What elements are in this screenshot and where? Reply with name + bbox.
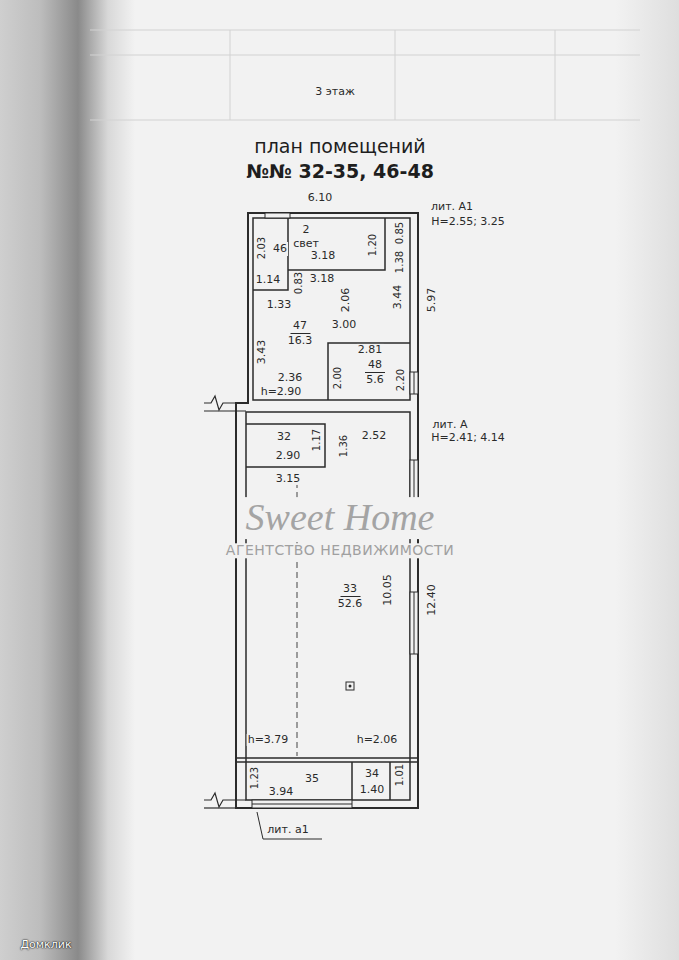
- watermark: АГЕНТСТВО НЕДВИЖИМОСТИ: [225, 543, 455, 558]
- room-number: 33: [340, 582, 360, 596]
- dimension: 2.06: [340, 287, 352, 314]
- height-note: H=2.55; 3.25: [430, 216, 506, 228]
- room: 3352.6: [336, 581, 365, 611]
- building-letter: лит. а1: [266, 824, 309, 836]
- dimension: 1.20: [367, 233, 378, 257]
- dimension: 2.52: [361, 430, 388, 442]
- height-note: h=3.79: [247, 734, 290, 746]
- dimension: 1.33: [266, 299, 293, 311]
- dimension: 1.17: [311, 428, 322, 452]
- height-note: h=2.90: [260, 386, 303, 398]
- dimension: 3.18: [310, 250, 337, 262]
- building-letter: лит. А: [431, 419, 468, 431]
- room-note: 2 свет: [290, 223, 322, 249]
- room: 2 свет: [289, 222, 323, 251]
- ceiling-lamp: [346, 682, 354, 690]
- building-letter: лит. А1: [430, 201, 474, 213]
- dimension: 3.94: [268, 786, 295, 798]
- room: 35: [303, 771, 321, 787]
- dimension: 0.85: [394, 221, 405, 245]
- room: 4716.3: [286, 318, 315, 348]
- room-number: 47: [290, 319, 310, 333]
- height-note: H=2.41; 4.14: [430, 432, 506, 444]
- dimension: 0.83: [293, 271, 304, 295]
- dimension: 12.40: [426, 583, 438, 617]
- dimension: 3.18: [309, 273, 336, 285]
- room-number: 46: [272, 242, 288, 255]
- dimension: 2.90: [275, 450, 302, 462]
- room-number: 32: [276, 430, 292, 443]
- dimension: 3.00: [331, 319, 358, 331]
- dimension: 2.03: [256, 236, 267, 260]
- dimension: 10.05: [382, 573, 394, 607]
- room: 46: [271, 241, 289, 257]
- dimension: 1.38: [394, 250, 405, 274]
- dimension: 2.20: [395, 368, 406, 392]
- faded-table: [90, 30, 640, 120]
- dimension: 1.14: [255, 274, 282, 286]
- dimension: 2.36: [277, 372, 304, 384]
- dimension: 3.43: [256, 339, 268, 366]
- room: 34: [363, 766, 381, 782]
- room: 32: [275, 429, 293, 445]
- dimension: 5.97: [426, 287, 438, 314]
- plan-title: план помещений: [253, 136, 426, 157]
- room-number: 48: [365, 358, 385, 372]
- dimension: 3.15: [275, 473, 302, 485]
- dimension: 1.36: [338, 434, 349, 458]
- room-area: 16.3: [287, 334, 314, 347]
- floor-label: 3 этаж: [314, 86, 356, 98]
- room-number: 34: [364, 767, 380, 780]
- room: 485.6: [364, 357, 386, 387]
- room-numbers: №№ 32-35, 46-48: [245, 161, 435, 182]
- room-number: 35: [304, 772, 320, 785]
- source-mark: Домклик: [19, 939, 72, 951]
- dimension: 2.00: [332, 366, 343, 390]
- room-area: 52.6: [337, 597, 364, 610]
- dimension: 1.40: [359, 784, 386, 796]
- height-note: h=2.06: [356, 734, 399, 746]
- dimension: 6.10: [307, 192, 334, 204]
- dimension: 1.23: [249, 766, 260, 790]
- leader-line: [257, 812, 322, 839]
- dimension: 3.44: [392, 284, 404, 311]
- watermark: Sweet Home: [245, 497, 436, 539]
- dimension: 1.01: [394, 763, 405, 787]
- dimension: 2.81: [357, 344, 384, 356]
- room-area: 5.6: [365, 373, 385, 386]
